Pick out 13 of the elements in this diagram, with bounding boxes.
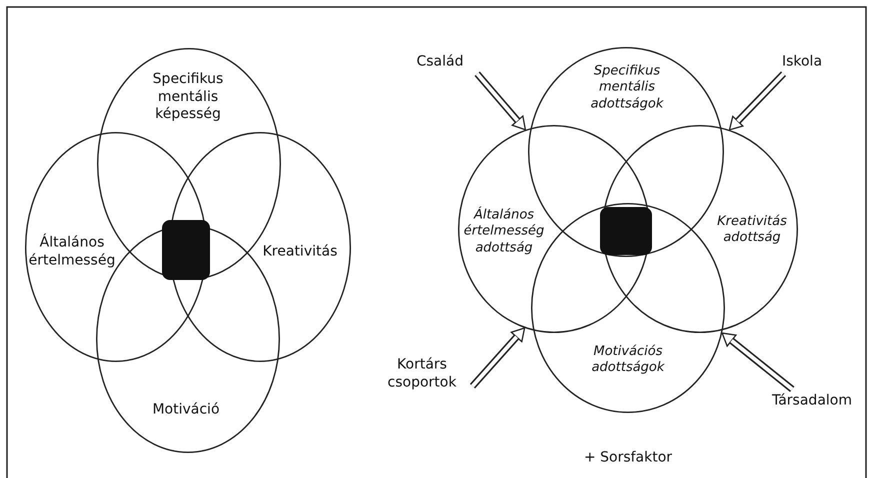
circle-label: Általános értelmesség adottság xyxy=(462,208,546,256)
circle-label: Motiváció xyxy=(151,401,221,419)
circle-label: Specifikus mentális adottságok xyxy=(590,64,664,112)
circle-label: Általános értelmesség xyxy=(28,234,116,270)
note-label: + Sorsfaktor xyxy=(584,449,672,467)
circle-label: Specifikus mentális képesség xyxy=(152,70,224,124)
influence-label: Család xyxy=(415,53,464,71)
circle-label: Kreativitás xyxy=(262,243,338,261)
influence-label: Iskola xyxy=(780,53,824,71)
circle-label: Motivációs adottságok xyxy=(590,344,666,376)
influence-label: Társadalom xyxy=(770,392,853,410)
influence-label: Kortárs csoportok xyxy=(386,356,458,392)
circle-label: Kreativitás adottság xyxy=(716,214,788,246)
